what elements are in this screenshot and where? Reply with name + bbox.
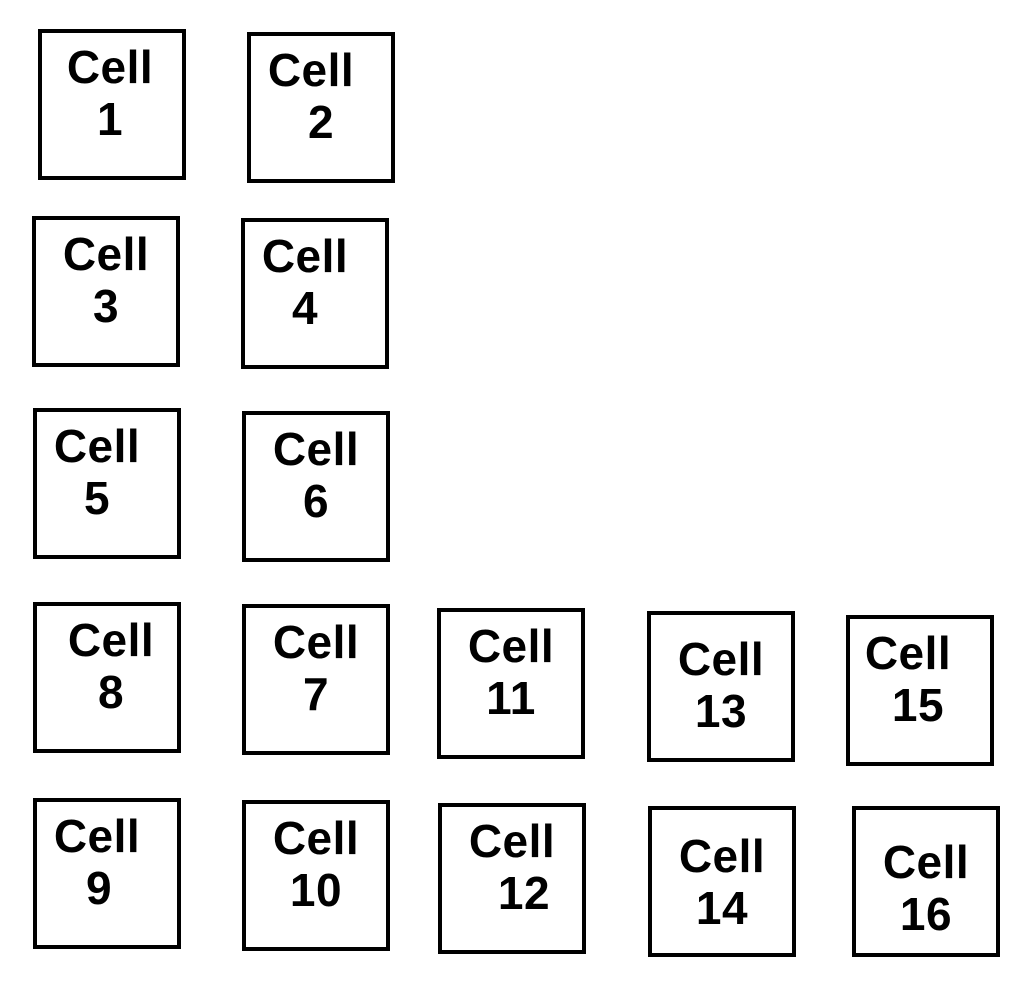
cell-label-number: 12 bbox=[497, 867, 551, 919]
cell-label-word: Cell bbox=[272, 812, 360, 864]
cell-box-5: Cell 5 bbox=[33, 408, 181, 559]
cell-label-word: Cell bbox=[62, 228, 150, 280]
cell-box-15: Cell 15 bbox=[846, 615, 994, 766]
cell-label-word: Cell bbox=[267, 44, 355, 96]
cell-label-number: 4 bbox=[291, 282, 319, 334]
cell-box-3: Cell 3 bbox=[32, 216, 180, 367]
cell-label-number: 13 bbox=[694, 685, 748, 737]
cell-label-number: 11 bbox=[486, 672, 536, 724]
cell-label-word: Cell bbox=[678, 830, 766, 882]
cell-label-number: 10 bbox=[289, 864, 343, 916]
cell-label-number: 14 bbox=[695, 882, 749, 934]
cell-label-number: 3 bbox=[92, 280, 120, 332]
cell-box-13: Cell 13 bbox=[647, 611, 795, 762]
cell-label-number: 15 bbox=[891, 679, 945, 731]
cell-box-16: Cell 16 bbox=[852, 806, 1000, 957]
cell-label-word: Cell bbox=[261, 230, 349, 282]
cell-label-word: Cell bbox=[864, 627, 952, 679]
cell-label-word: Cell bbox=[66, 41, 154, 93]
cell-box-6: Cell 6 bbox=[242, 411, 390, 562]
cell-label-word: Cell bbox=[272, 616, 360, 668]
cell-label-word: Cell bbox=[882, 836, 970, 888]
cell-label-word: Cell bbox=[468, 815, 556, 867]
cell-label-number: 9 bbox=[85, 862, 113, 914]
cell-box-10: Cell 10 bbox=[242, 800, 390, 951]
cell-box-7: Cell 7 bbox=[242, 604, 390, 755]
cell-label-number: 8 bbox=[97, 666, 125, 718]
cell-label-word: Cell bbox=[677, 633, 765, 685]
cell-box-9: Cell 9 bbox=[33, 798, 181, 949]
cell-box-1: Cell 1 bbox=[38, 29, 186, 180]
cell-label-word: Cell bbox=[467, 620, 555, 672]
cell-label-number: 6 bbox=[302, 475, 330, 527]
cell-box-2: Cell 2 bbox=[247, 32, 395, 183]
cell-label-number: 7 bbox=[302, 668, 330, 720]
cell-label-number: 1 bbox=[96, 93, 124, 145]
cell-box-14: Cell 14 bbox=[648, 806, 796, 957]
cell-box-12: Cell 12 bbox=[438, 803, 586, 954]
cell-label-word: Cell bbox=[272, 423, 360, 475]
cell-label-number: 2 bbox=[307, 96, 335, 148]
cell-label-word: Cell bbox=[53, 420, 141, 472]
cell-box-8: Cell 8 bbox=[33, 602, 181, 753]
cell-label-number: 5 bbox=[83, 472, 111, 524]
cell-box-11: Cell 11 bbox=[437, 608, 585, 759]
cell-label-word: Cell bbox=[67, 614, 155, 666]
cell-label-number: 16 bbox=[899, 888, 953, 940]
cell-box-4: Cell 4 bbox=[241, 218, 389, 369]
cell-label-word: Cell bbox=[53, 810, 141, 862]
